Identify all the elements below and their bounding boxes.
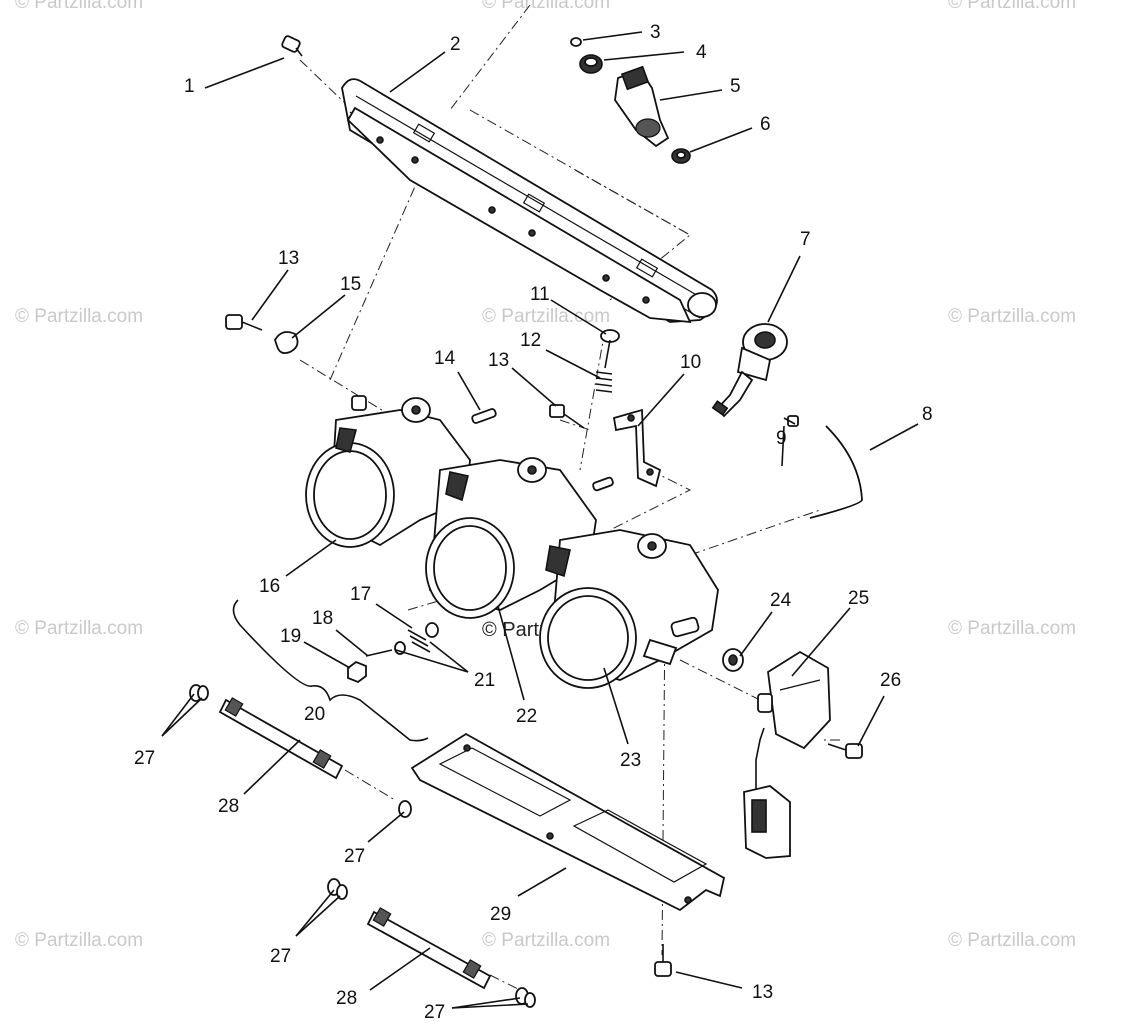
watermark: © Partzilla.com xyxy=(15,0,143,13)
callout-8: 8 xyxy=(922,404,933,425)
callout-23: 23 xyxy=(620,750,641,771)
screw-1 xyxy=(281,35,303,57)
callout-16: 16 xyxy=(259,576,280,597)
callout-27: 27 xyxy=(344,846,365,867)
watermark: © Partzilla.com xyxy=(948,618,1076,639)
callout-13: 13 xyxy=(278,248,299,269)
throttle-body-23 xyxy=(539,529,719,689)
callout-21: 21 xyxy=(474,670,495,691)
shaft-28-upper xyxy=(189,684,412,818)
callout-24: 24 xyxy=(770,590,792,611)
screw-13-upper xyxy=(225,314,299,355)
screw-13-lower xyxy=(654,944,672,977)
callout-4: 4 xyxy=(696,42,707,63)
callout-14: 14 xyxy=(434,348,456,369)
washer-24 xyxy=(722,648,744,672)
callout-27: 27 xyxy=(270,946,291,967)
adjuster-group xyxy=(347,622,439,684)
injector-assembly xyxy=(570,37,691,164)
bracket-20 xyxy=(232,599,429,742)
screw-13-middle xyxy=(549,404,585,429)
callout-1: 1 xyxy=(184,76,195,97)
callout-26: 26 xyxy=(880,670,901,691)
callout-22: 22 xyxy=(516,706,537,727)
callout-28: 28 xyxy=(218,796,239,817)
watermark: © Partzilla.com xyxy=(482,306,610,327)
callout-10: 10 xyxy=(680,352,701,373)
watermark: © Partzilla.com xyxy=(482,0,610,13)
callout-28: 28 xyxy=(336,988,357,1009)
callout-labels: 1 2 3 4 5 6 7 8 9 10 11 12 13 14 13 15 1… xyxy=(134,22,933,1023)
callout-29: 29 xyxy=(490,904,511,925)
callout-9: 9 xyxy=(776,428,787,449)
throttle-body-16 xyxy=(305,395,471,548)
shaft-28-lower xyxy=(327,878,536,1008)
callout-5: 5 xyxy=(730,76,741,97)
callout-27: 27 xyxy=(424,1002,445,1023)
callout-13: 13 xyxy=(752,982,773,1003)
screw-11-spring-12 xyxy=(595,329,620,393)
callout-3: 3 xyxy=(650,22,661,43)
callout-2: 2 xyxy=(450,34,461,55)
callout-6: 6 xyxy=(760,114,771,135)
bracket-10 xyxy=(612,408,662,488)
callout-11: 11 xyxy=(530,284,550,305)
watermark: © Partzilla.com xyxy=(948,306,1076,327)
watermark-layer: © Partzilla.com © Partzilla.com © Partzi… xyxy=(15,0,1076,951)
watermark: © Partzilla.com xyxy=(15,306,143,327)
callout-7: 7 xyxy=(800,229,811,250)
callout-27: 27 xyxy=(134,748,155,769)
fuel-rail xyxy=(341,78,718,324)
callout-25: 25 xyxy=(848,588,869,609)
plate-29 xyxy=(410,732,726,912)
watermark: © Partzilla.com xyxy=(15,930,143,951)
leader-lines xyxy=(161,31,919,1009)
pressure-regulator xyxy=(711,323,863,519)
screw-26 xyxy=(827,743,863,759)
callout-17: 17 xyxy=(350,584,371,605)
callout-15: 15 xyxy=(340,274,361,295)
callout-18: 18 xyxy=(312,608,333,629)
callout-20: 20 xyxy=(304,704,325,725)
callout-12: 12 xyxy=(520,330,541,351)
callout-13: 13 xyxy=(488,350,509,371)
callout-19: 19 xyxy=(280,626,301,647)
watermark: © Partzilla.com xyxy=(948,930,1076,951)
sensor-25 xyxy=(743,650,831,859)
watermark: © Partzilla.com xyxy=(482,930,610,951)
pin-14 xyxy=(471,408,497,424)
watermark: © Partzilla.com xyxy=(948,0,1076,13)
watermark: © Partzilla.com xyxy=(15,618,143,639)
